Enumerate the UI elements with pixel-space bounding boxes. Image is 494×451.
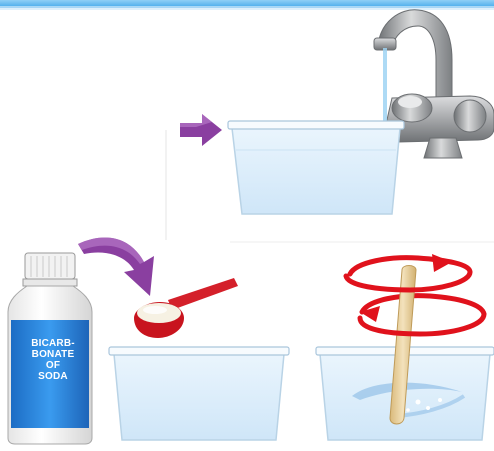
bottle-label-text: BICARB- BONATE OF SODA [21,338,85,382]
container-step1 [228,121,404,214]
right-arrow-icon [180,114,222,146]
bottle-label-line3: OF [21,360,85,371]
bottle-label-line1: BICARB- [21,338,85,349]
curved-arrow-icon [78,238,154,296]
bottle-label-line4: SODA [21,371,85,382]
bottle-label-line2: BONATE [21,349,85,360]
container-step2 [109,347,289,440]
water-stream [383,48,387,130]
